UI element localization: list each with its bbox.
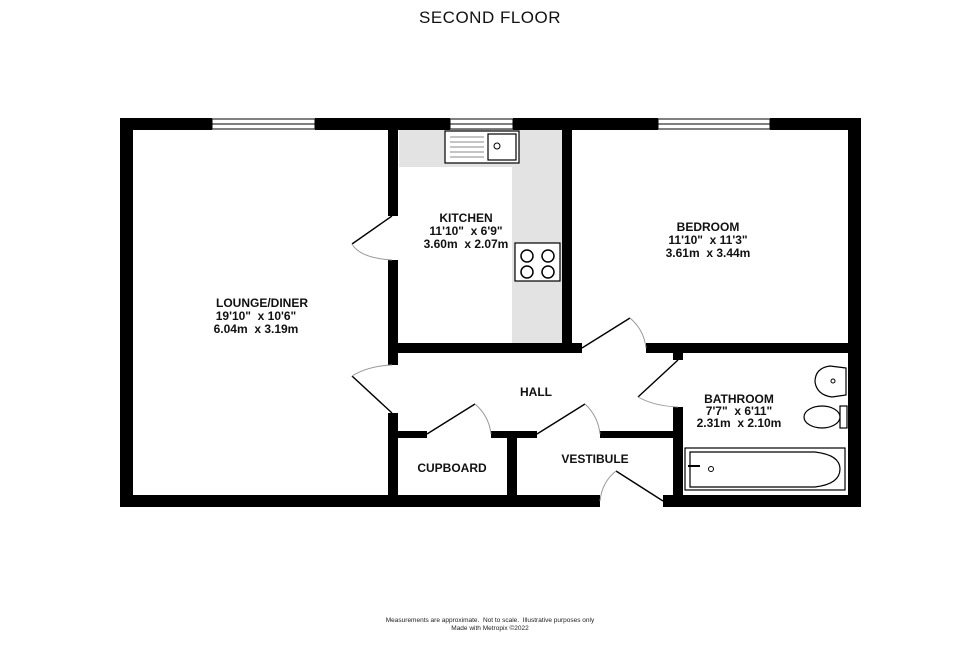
vestibule-name: VESTIBULE: [561, 452, 628, 466]
bedroom-metric: 3.61m x 3.44m: [666, 246, 751, 260]
bedroom-name: BEDROOM: [677, 220, 740, 234]
kitchen-metric: 3.60m x 2.07m: [424, 237, 509, 251]
disclaimer-text: Measurements are approximate. Not to sca…: [385, 617, 595, 624]
front-door: [599, 470, 664, 502]
basin-icon: [814, 365, 847, 398]
hall-name: HALL: [520, 385, 552, 399]
kitchen-worktop-side: [512, 128, 562, 345]
bathroom-metric: 2.31m x 2.10m: [697, 416, 782, 430]
bathroom-name: BATHROOM: [704, 392, 774, 406]
vestibule-door: [536, 403, 601, 435]
hob-icon: [514, 242, 561, 282]
bedroom-door: [581, 317, 647, 349]
footer: Measurements are approximate. Not to sca…: [0, 617, 980, 633]
doors: [351, 215, 679, 502]
toilet-icon: [803, 405, 848, 429]
bathroom-door: [637, 359, 679, 408]
lounge-imperial: 19'10" x 10'6": [216, 309, 296, 323]
lounge-name: LOUNGE/DINER: [216, 296, 308, 310]
windows: [211, 118, 771, 130]
sink-icon: [444, 130, 520, 164]
bathroom-imperial: 7'7" x 6'11": [706, 404, 772, 418]
bath-icon: [684, 447, 846, 491]
walls: [120, 118, 861, 507]
credit-text: Made with Metropix ©2022: [451, 625, 529, 632]
kitchen-name: KITCHEN: [439, 211, 492, 225]
kitchen-imperial: 11'10" x 6'9": [429, 224, 502, 238]
floor-title: SECOND FLOOR: [418, 8, 562, 27]
lounge-metric: 6.04m x 3.19m: [214, 322, 299, 336]
kitchen-door: [351, 215, 393, 261]
bedroom-imperial: 11'10" x 11'3": [668, 233, 747, 247]
cupboard-name: CUPBOARD: [417, 461, 487, 475]
lounge-door: [351, 364, 393, 414]
cupboard-door: [426, 403, 492, 435]
